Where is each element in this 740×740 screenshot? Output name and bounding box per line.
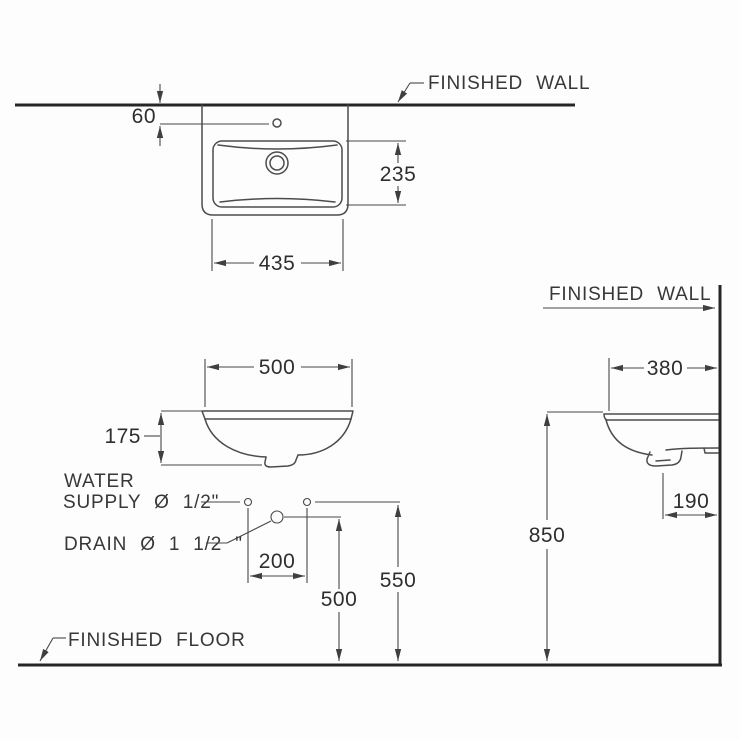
drain-hole bbox=[270, 510, 284, 524]
dim-200-value: 200 bbox=[259, 550, 296, 573]
finished-floor-label: FINISHED FLOOR bbox=[68, 630, 246, 651]
drain-label: DRAIN Ø 1 1/2 " bbox=[64, 534, 243, 555]
dim-60-value: 60 bbox=[132, 105, 156, 128]
basin-outer-body bbox=[201, 104, 349, 216]
finished-wall-top-leader-arrow bbox=[397, 82, 411, 103]
front-view: 500 175 WATER SUPPLY Ø 1/2" DRAIN Ø 1 1/… bbox=[63, 356, 416, 661]
dim-380-value: 380 bbox=[647, 357, 684, 380]
dim-500w-value: 500 bbox=[259, 356, 296, 379]
finished-floor-leader-arrow bbox=[39, 637, 54, 662]
side-drain-pipe-top bbox=[665, 447, 719, 451]
front-rim bbox=[201, 410, 354, 420]
dim-850-value: 850 bbox=[529, 524, 566, 547]
side-drain-pipe-step bbox=[703, 447, 719, 454]
dim-500h-value: 500 bbox=[321, 588, 358, 611]
front-bowl-right bbox=[297, 418, 352, 456]
basin-back-edge-arc bbox=[217, 144, 338, 150]
dim-435-value: 435 bbox=[259, 252, 296, 275]
water-supply-label-line1: WATER bbox=[64, 471, 135, 492]
side-rim-edge bbox=[603, 413, 608, 421]
finished-wall-top-label: FINISHED WALL bbox=[428, 73, 590, 94]
supply-hole-right bbox=[302, 497, 312, 507]
floor: FINISHED FLOOR bbox=[18, 630, 722, 667]
supply-hole-left bbox=[243, 497, 253, 507]
top-view: FINISHED WALL 60 235 435 bbox=[15, 73, 590, 275]
finished-wall-side-label: FINISHED WALL bbox=[549, 284, 711, 305]
drain-leader-b bbox=[226, 520, 272, 544]
side-drain-trap-detail bbox=[655, 459, 671, 462]
front-drain-outlet bbox=[264, 454, 299, 468]
side-view: FINISHED WALL 380 190 850 bbox=[529, 284, 722, 666]
water-supply-label-line2: SUPPLY Ø 1/2" bbox=[63, 492, 219, 513]
faucet-hole-inner bbox=[269, 155, 285, 171]
faucet-hole-outer bbox=[265, 151, 289, 175]
basin-inner-rim bbox=[212, 140, 343, 208]
faucet-hole-mark bbox=[272, 118, 282, 128]
side-bowl-profile bbox=[605, 419, 653, 456]
basin-front-edge-arc bbox=[219, 197, 336, 203]
dim-550-value: 550 bbox=[380, 569, 417, 592]
dim-190-value: 190 bbox=[673, 490, 710, 513]
front-bowl-left bbox=[204, 418, 267, 458]
dim-235-value: 235 bbox=[380, 163, 417, 186]
side-drain-trap bbox=[646, 450, 683, 467]
dim-175-value: 175 bbox=[104, 425, 141, 448]
